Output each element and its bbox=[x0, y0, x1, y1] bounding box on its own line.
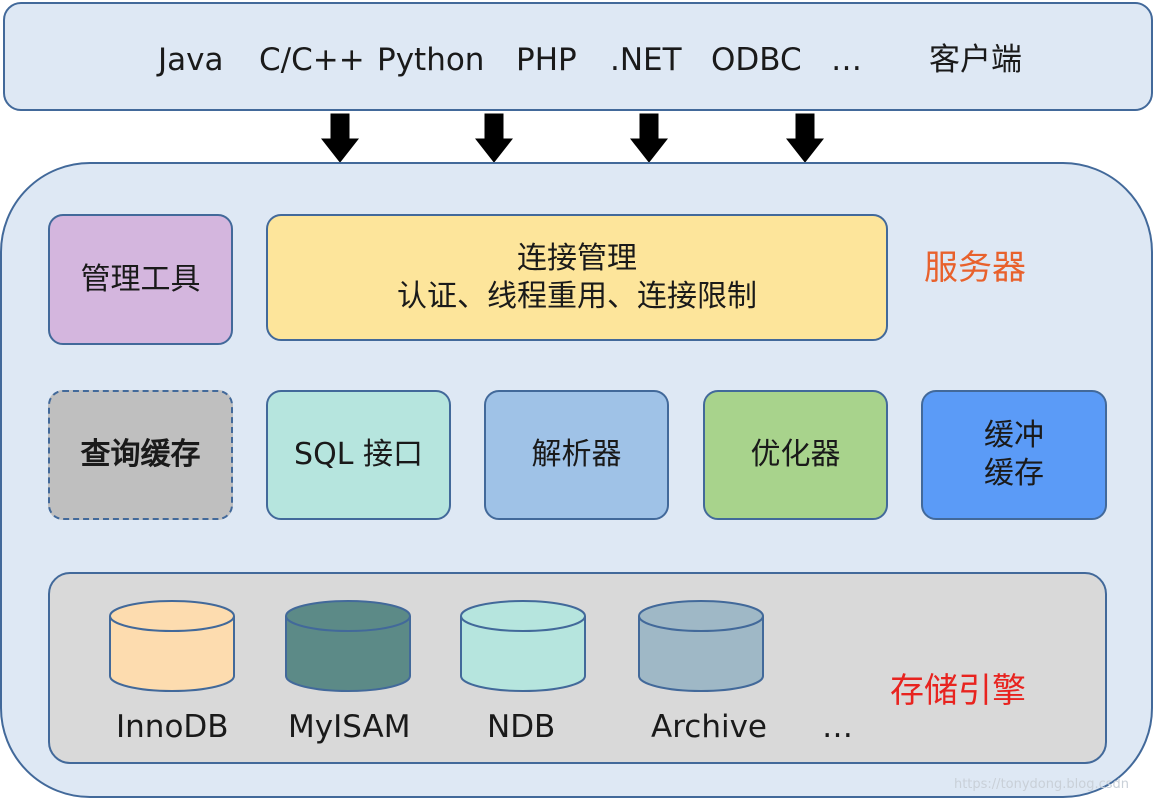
parser-box: 解析器 bbox=[484, 390, 669, 520]
engine-innodb-label: InnoDB bbox=[116, 709, 229, 745]
arrow-down-icon bbox=[630, 113, 668, 163]
client-cpp: C/C++ bbox=[259, 42, 365, 78]
client-java: Java bbox=[158, 42, 224, 78]
client-dotnet: .NET bbox=[610, 42, 682, 78]
arrow-down-icon bbox=[321, 113, 359, 163]
ndb-cylinder-icon bbox=[460, 600, 586, 692]
admin-tools-box: 管理工具 bbox=[48, 214, 233, 345]
connection-detail: 认证、线程重用、连接限制 bbox=[397, 278, 757, 314]
optimizer-label: 优化器 bbox=[750, 437, 841, 472]
engine-myisam-label: MyISAM bbox=[288, 709, 411, 745]
connection-management-box: 连接管理 认证、线程重用、连接限制 bbox=[266, 214, 888, 341]
engine-archive-label: Archive bbox=[651, 709, 767, 745]
sql-interface-label: SQL 接口 bbox=[294, 437, 423, 472]
query-cache-box: 查询缓存 bbox=[48, 390, 233, 520]
parser-label: 解析器 bbox=[531, 437, 622, 472]
server-label: 服务器 bbox=[924, 248, 1026, 288]
optimizer-box: 优化器 bbox=[703, 390, 888, 520]
engine-ndb-label: NDB bbox=[487, 709, 556, 745]
arrow-down-icon bbox=[786, 113, 824, 163]
sql-interface-box: SQL 接口 bbox=[266, 390, 451, 520]
buffer-cache-box: 缓冲 缓存 bbox=[921, 390, 1107, 520]
query-cache-label: 查询缓存 bbox=[80, 437, 201, 472]
myisam-cylinder-icon bbox=[285, 600, 411, 692]
client-python: Python bbox=[377, 42, 485, 78]
client-php: PHP bbox=[516, 42, 577, 78]
buffer-cache-label-line2: 缓存 bbox=[984, 456, 1044, 491]
innodb-cylinder-icon bbox=[109, 600, 235, 692]
buffer-cache-label-line1: 缓冲 bbox=[984, 418, 1044, 453]
archive-cylinder-icon bbox=[638, 600, 764, 692]
watermark: https://tonydong.blog.csdn bbox=[953, 777, 1129, 792]
engine-ellipsis: … bbox=[822, 709, 853, 745]
client-ellipsis: … bbox=[831, 42, 862, 78]
connection-title: 连接管理 bbox=[517, 240, 637, 276]
admin-tools-label: 管理工具 bbox=[80, 261, 201, 297]
client-odbc: ODBC bbox=[711, 42, 802, 78]
arrow-down-icon bbox=[475, 113, 513, 163]
client-layer: Java C/C++ Python PHP .NET ODBC … 客户端 bbox=[3, 2, 1153, 111]
storage-label: 存储引擎 bbox=[890, 671, 1026, 711]
client-label: 客户端 bbox=[929, 42, 1022, 78]
